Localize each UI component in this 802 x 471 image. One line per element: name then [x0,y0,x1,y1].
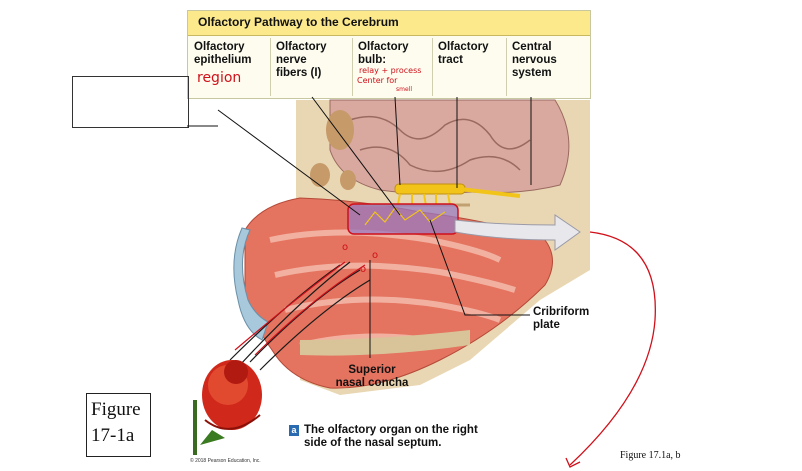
pathway-arrow [454,214,581,251]
svg-text:o: o [372,250,378,261]
rose-image [193,360,262,455]
handwritten-bulb-note-1: relay + process [359,66,422,75]
column-label: Olfactory nerve fibers (I) [276,41,327,79]
empty-label-box[interactable] [72,76,189,128]
olfactory-pathway-table: Olfactory Pathway to the Cerebrum Olfact… [187,10,591,99]
figure-label-text: Figure 17-1a [91,399,141,446]
svg-text:o: o [360,264,366,275]
column-label: Olfactory tract [438,41,489,66]
brain [329,99,570,195]
nasal-cartilage [233,227,269,341]
figure-caption: The olfactory organ on the right side of… [304,424,478,449]
figure-reference: Figure 17.1a, b [620,450,681,461]
column-olfactory-nerve-fibers: Olfactory nerve fibers (I) [270,38,353,96]
table-header: Olfactory Pathway to the Cerebrum [188,11,590,36]
red-curve-arrow [569,231,656,466]
cribriform-plate-label: Cribriform plate [533,306,590,331]
table-title: Olfactory Pathway to the Cerebrum [198,15,399,29]
copyright-notice: © 2018 Pearson Education, Inc. [190,458,261,464]
caption-badge: a [289,425,299,436]
column-label: Olfactory bulb: [358,41,409,66]
olfactory-region [347,203,459,235]
column-olfactory-tract: Olfactory tract [432,38,507,96]
column-olfactory-bulb: Olfactory bulb: [352,38,433,96]
leader-lines [187,96,532,358]
handwritten-region-note: region [197,70,242,86]
column-label: Central nervous system [512,41,557,79]
handwritten-bulb-note-2: Center for [357,76,398,85]
palate [300,330,470,356]
column-olfactory-epithelium: Olfactory epithelium [188,38,271,96]
handwritten-bulb-note-3: smell [396,86,412,93]
olfactory-bulb [394,183,466,195]
column-label: Olfactory epithelium [194,41,252,66]
superior-nasal-concha-label: Superior nasal concha [335,364,409,389]
svg-text:o: o [342,242,348,253]
column-central-nervous-system: Central nervous system [506,38,590,96]
figure-label-box: Figure 17-1a [86,393,151,457]
